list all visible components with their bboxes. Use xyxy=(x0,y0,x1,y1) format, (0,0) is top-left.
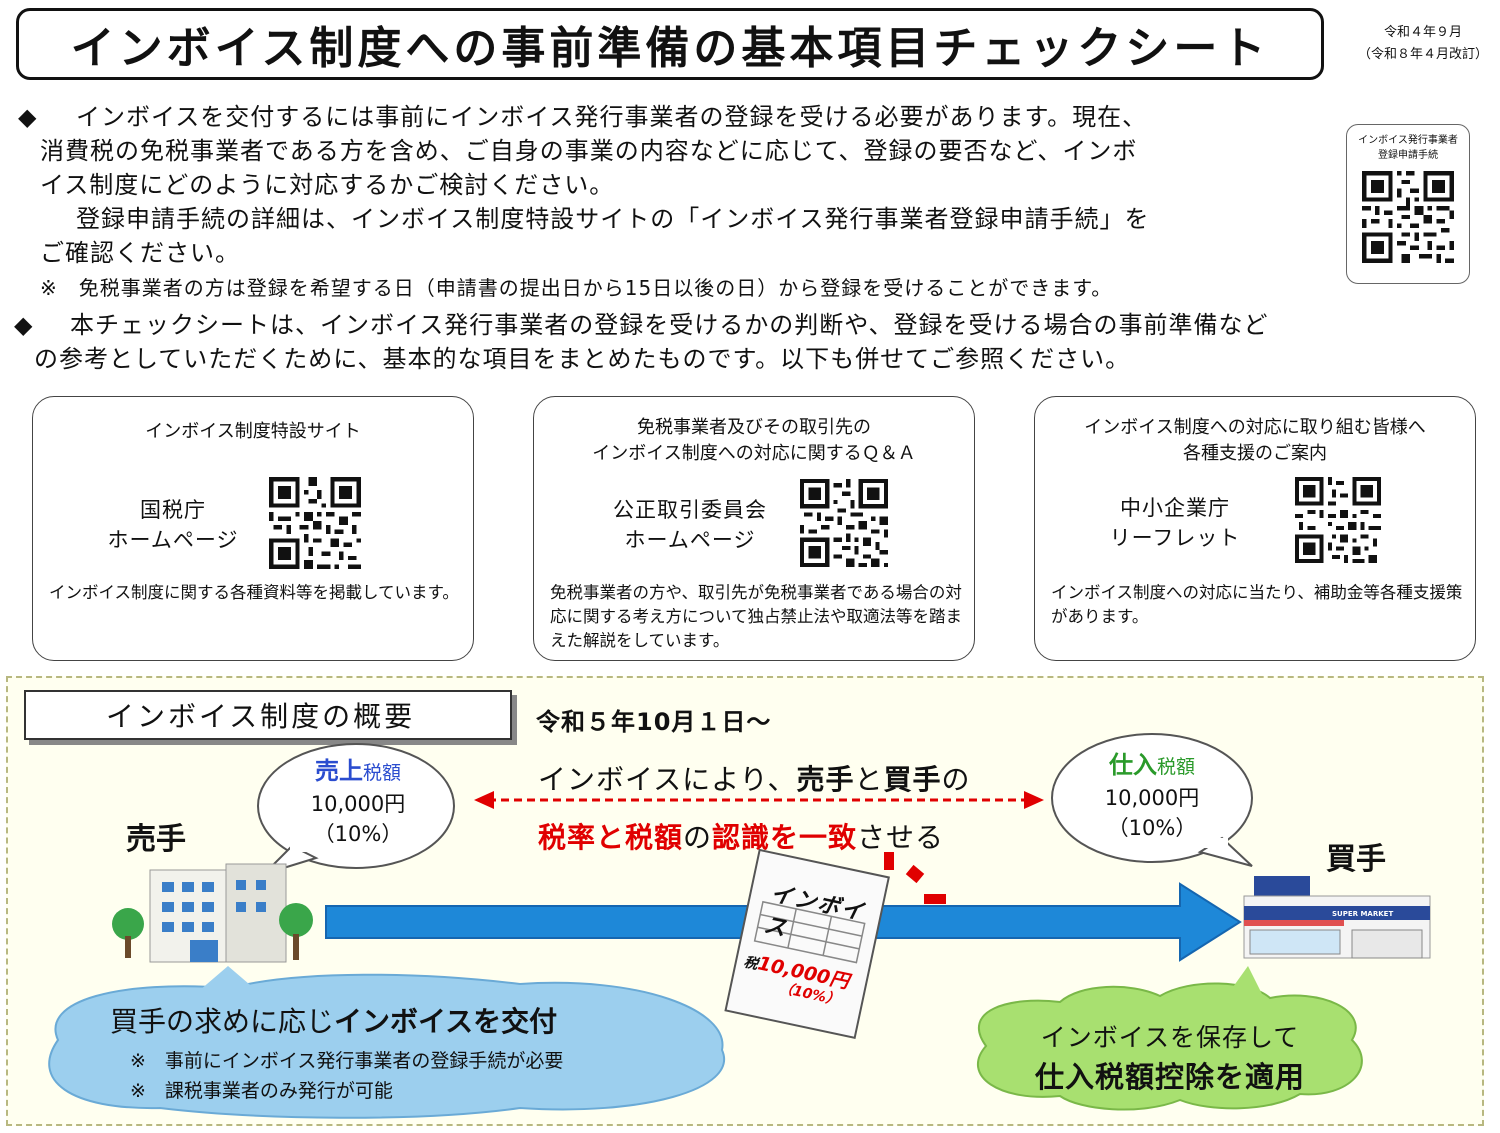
card-heading-line-1: インボイス制度への対応に取り組む皆様へ xyxy=(1084,417,1426,438)
intro-p1-line3: イス制度にどのように対応するかご検討ください。 xyxy=(40,171,615,199)
intro-p2-line1: 本チェックシートは、インボイス発行事業者の登録を受けるかの判断や、登録を受ける場… xyxy=(70,311,1269,339)
seller-label: 売手 xyxy=(126,822,186,857)
card-source: 公正取引委員会 ホームページ xyxy=(590,495,790,555)
sparkle-mark xyxy=(905,864,925,884)
intro-p1-line4: 登録申請手続の詳細は、インボイス制度特設サイトの「インボイス発行事業者登録申請手… xyxy=(76,205,1150,233)
invoice-title: インボイス xyxy=(761,881,868,943)
buyer-action-2: 仕入税額控除を適用 xyxy=(1034,1060,1305,1094)
sales-tax-bubble xyxy=(257,743,455,869)
reference-card-jftc[interactable]: 免税事業者及びその取引先の インボイス制度への対応に関するＱ＆Ａ 公正取引委員会… xyxy=(533,396,975,661)
seller-note-2: ※ 課税事業者のみ発行が可能 xyxy=(130,1080,393,1102)
page-title: インボイス制度への事前準備の基本項目チェックシート xyxy=(16,8,1324,80)
overview-title: インボイス制度の概要 xyxy=(24,690,512,740)
purchase-tax-rate: （10%） xyxy=(1107,816,1197,840)
card-heading-line-1: 免税事業者及びその取引先の xyxy=(637,417,871,438)
agreement-arrow-right-head xyxy=(1024,791,1044,809)
qr-card-label-1: インボイス発行事業者 xyxy=(1358,135,1458,146)
card-description: インボイス制度に関する各種資料等を掲載しています。 xyxy=(49,583,459,602)
page-title-text: インボイス制度への事前準備の基本項目チェックシート xyxy=(70,23,1270,74)
msg1-and: と xyxy=(854,763,884,796)
msg2-make: させる xyxy=(857,821,945,854)
card-source-line-2: リーフレット xyxy=(1109,526,1241,550)
qr-code-icon xyxy=(269,477,361,569)
buyer-label: 買手 xyxy=(1326,842,1386,877)
qr-card-label-2: 登録申請手続 xyxy=(1378,150,1438,161)
issue-date-line: 令和４年９月 xyxy=(1383,25,1462,40)
agreement-arrow-left-head xyxy=(474,791,494,809)
reference-card-sme[interactable]: インボイス制度への対応に取り組む皆様へ 各種支援のご案内 中小企業庁 リーフレッ… xyxy=(1034,396,1476,661)
store-sign: SUPER MARKET xyxy=(1332,910,1394,918)
purchase-tax-label-b: 税額 xyxy=(1156,756,1195,778)
issue-date: 令和４年９月 （令和８年４月改訂） xyxy=(1358,22,1488,66)
purchase-tax-bubble xyxy=(1051,733,1253,863)
seller-action-a: 買手の求めに応じ xyxy=(110,1005,335,1038)
msg1-seller: 売手 xyxy=(796,763,855,796)
intro-p1-line1: インボイスを交付するには事前にインボイス発行事業者の登録を受ける必要があります。… xyxy=(76,103,1148,131)
card-heading-line-2: インボイス制度への対応に関するＱ＆Ａ xyxy=(592,443,916,464)
card-source-line-1: 中小企業庁 xyxy=(1120,496,1230,520)
agreement-message-1: インボイスにより、売手と買手の xyxy=(538,758,971,798)
sales-tax-rate: （10%） xyxy=(313,822,403,846)
invoice-document-icon xyxy=(724,848,890,1040)
buyer-action-1: インボイスを保存して xyxy=(1040,1023,1300,1052)
start-date: 令和５年10月１日～ xyxy=(536,708,772,736)
buyer-action-bubble-tail xyxy=(1228,966,1262,994)
sparkle-mark xyxy=(924,894,946,904)
reference-card-nta[interactable]: インボイス制度特設サイト 国税庁 ホームページ インボイス制度に関する各種資料等… xyxy=(32,396,474,661)
intro-p2-line2: の参考としていただくために、基本的な項目をまとめたものです。以下も併せてご参照く… xyxy=(34,345,1131,373)
qr-code-icon xyxy=(1359,171,1457,263)
buyer-store-icon xyxy=(1243,876,1431,959)
card-heading: インボイス制度への対応に取り組む皆様へ 各種支援のご案内 xyxy=(1035,415,1475,467)
purchase-tax-label-a: 仕入 xyxy=(1108,751,1157,779)
intro-bullet-1: ◆ xyxy=(18,103,38,131)
purchase-tax-amount: 10,000円 xyxy=(1104,786,1200,810)
qr-code-icon xyxy=(800,479,888,567)
card-source: 国税庁 ホームページ xyxy=(73,495,273,555)
seller-action-bubble-tail xyxy=(200,966,256,990)
buyer-action-text: インボイスを保存して 仕入税額控除を適用 xyxy=(1000,1018,1340,1096)
card-source-line-2: ホームページ xyxy=(624,528,756,552)
card-heading-line-1: インボイス制度特設サイト xyxy=(145,421,361,442)
sales-tax-label-b: 税額 xyxy=(362,762,401,784)
card-source-line-1: 公正取引委員会 xyxy=(613,498,767,522)
revision-date-line: （令和８年４月改訂） xyxy=(1357,47,1488,62)
msg1-of: の xyxy=(941,763,971,796)
sales-tax-label-a: 売上 xyxy=(314,757,363,785)
msg1-buyer: 買手 xyxy=(883,763,942,796)
sparkle-mark xyxy=(884,852,894,870)
card-heading-line-2: 各種支援のご案内 xyxy=(1183,443,1327,464)
seller-action-text: 買手の求めに応じインボイスを交付 xyxy=(110,1000,557,1040)
card-heading: インボイス制度特設サイト xyxy=(33,419,473,445)
intro-p1-line2: 消費税の免税事業者である方を含め、ご自身の事業の内容などに応じて、登録の要否など… xyxy=(40,137,1138,165)
card-source-line-1: 国税庁 xyxy=(140,498,206,522)
intro-p1-line5: ご確認ください。 xyxy=(40,239,240,267)
card-heading: 免税事業者及びその取引先の インボイス制度への対応に関するＱ＆Ａ xyxy=(534,415,974,467)
seller-building-icon xyxy=(112,863,313,963)
card-description: 免税事業者の方や、取引先が免税事業者である場合の対応に関する考え方について独占禁… xyxy=(550,583,963,650)
msg2-rate-and-tax: 税率と税額 xyxy=(538,821,684,854)
seller-note-1: ※ 事前にインボイス発行事業者の登録手続が必要 xyxy=(130,1050,564,1072)
msg2-of: の xyxy=(683,821,713,854)
intro-bullet-2: ◆ xyxy=(14,311,34,339)
msg1-part-a: インボイスにより、 xyxy=(538,763,797,796)
card-source: 中小企業庁 リーフレット xyxy=(1075,493,1275,553)
seller-action-b: インボイスを交付 xyxy=(334,1005,558,1038)
intro-note: ※ 免税事業者の方は登録を希望する日（申請書の提出日から15日以後の日）から登録… xyxy=(40,276,1113,300)
buyer-action-bubble xyxy=(976,982,1363,1111)
card-description: インボイス制度への対応に当たり、補助金等各種支援策があります。 xyxy=(1051,583,1463,626)
card-source-line-2: ホームページ xyxy=(107,528,239,552)
sales-tax-amount: 10,000円 xyxy=(310,792,406,816)
agreement-message-2: 税率と税額の認識を一致させる xyxy=(538,816,944,856)
registration-qr-card[interactable]: インボイス発行事業者 登録申請手続 xyxy=(1346,124,1470,284)
overview-title-text: インボイス制度の概要 xyxy=(106,700,416,733)
purchase-tax-text: 仕入税額 10,000円 （10%） xyxy=(1084,750,1220,843)
sales-tax-text: 売上税額 10,000円 （10%） xyxy=(290,756,426,849)
msg2-match-recognition: 認識を一致 xyxy=(712,821,858,854)
qr-code-icon xyxy=(1295,477,1381,563)
